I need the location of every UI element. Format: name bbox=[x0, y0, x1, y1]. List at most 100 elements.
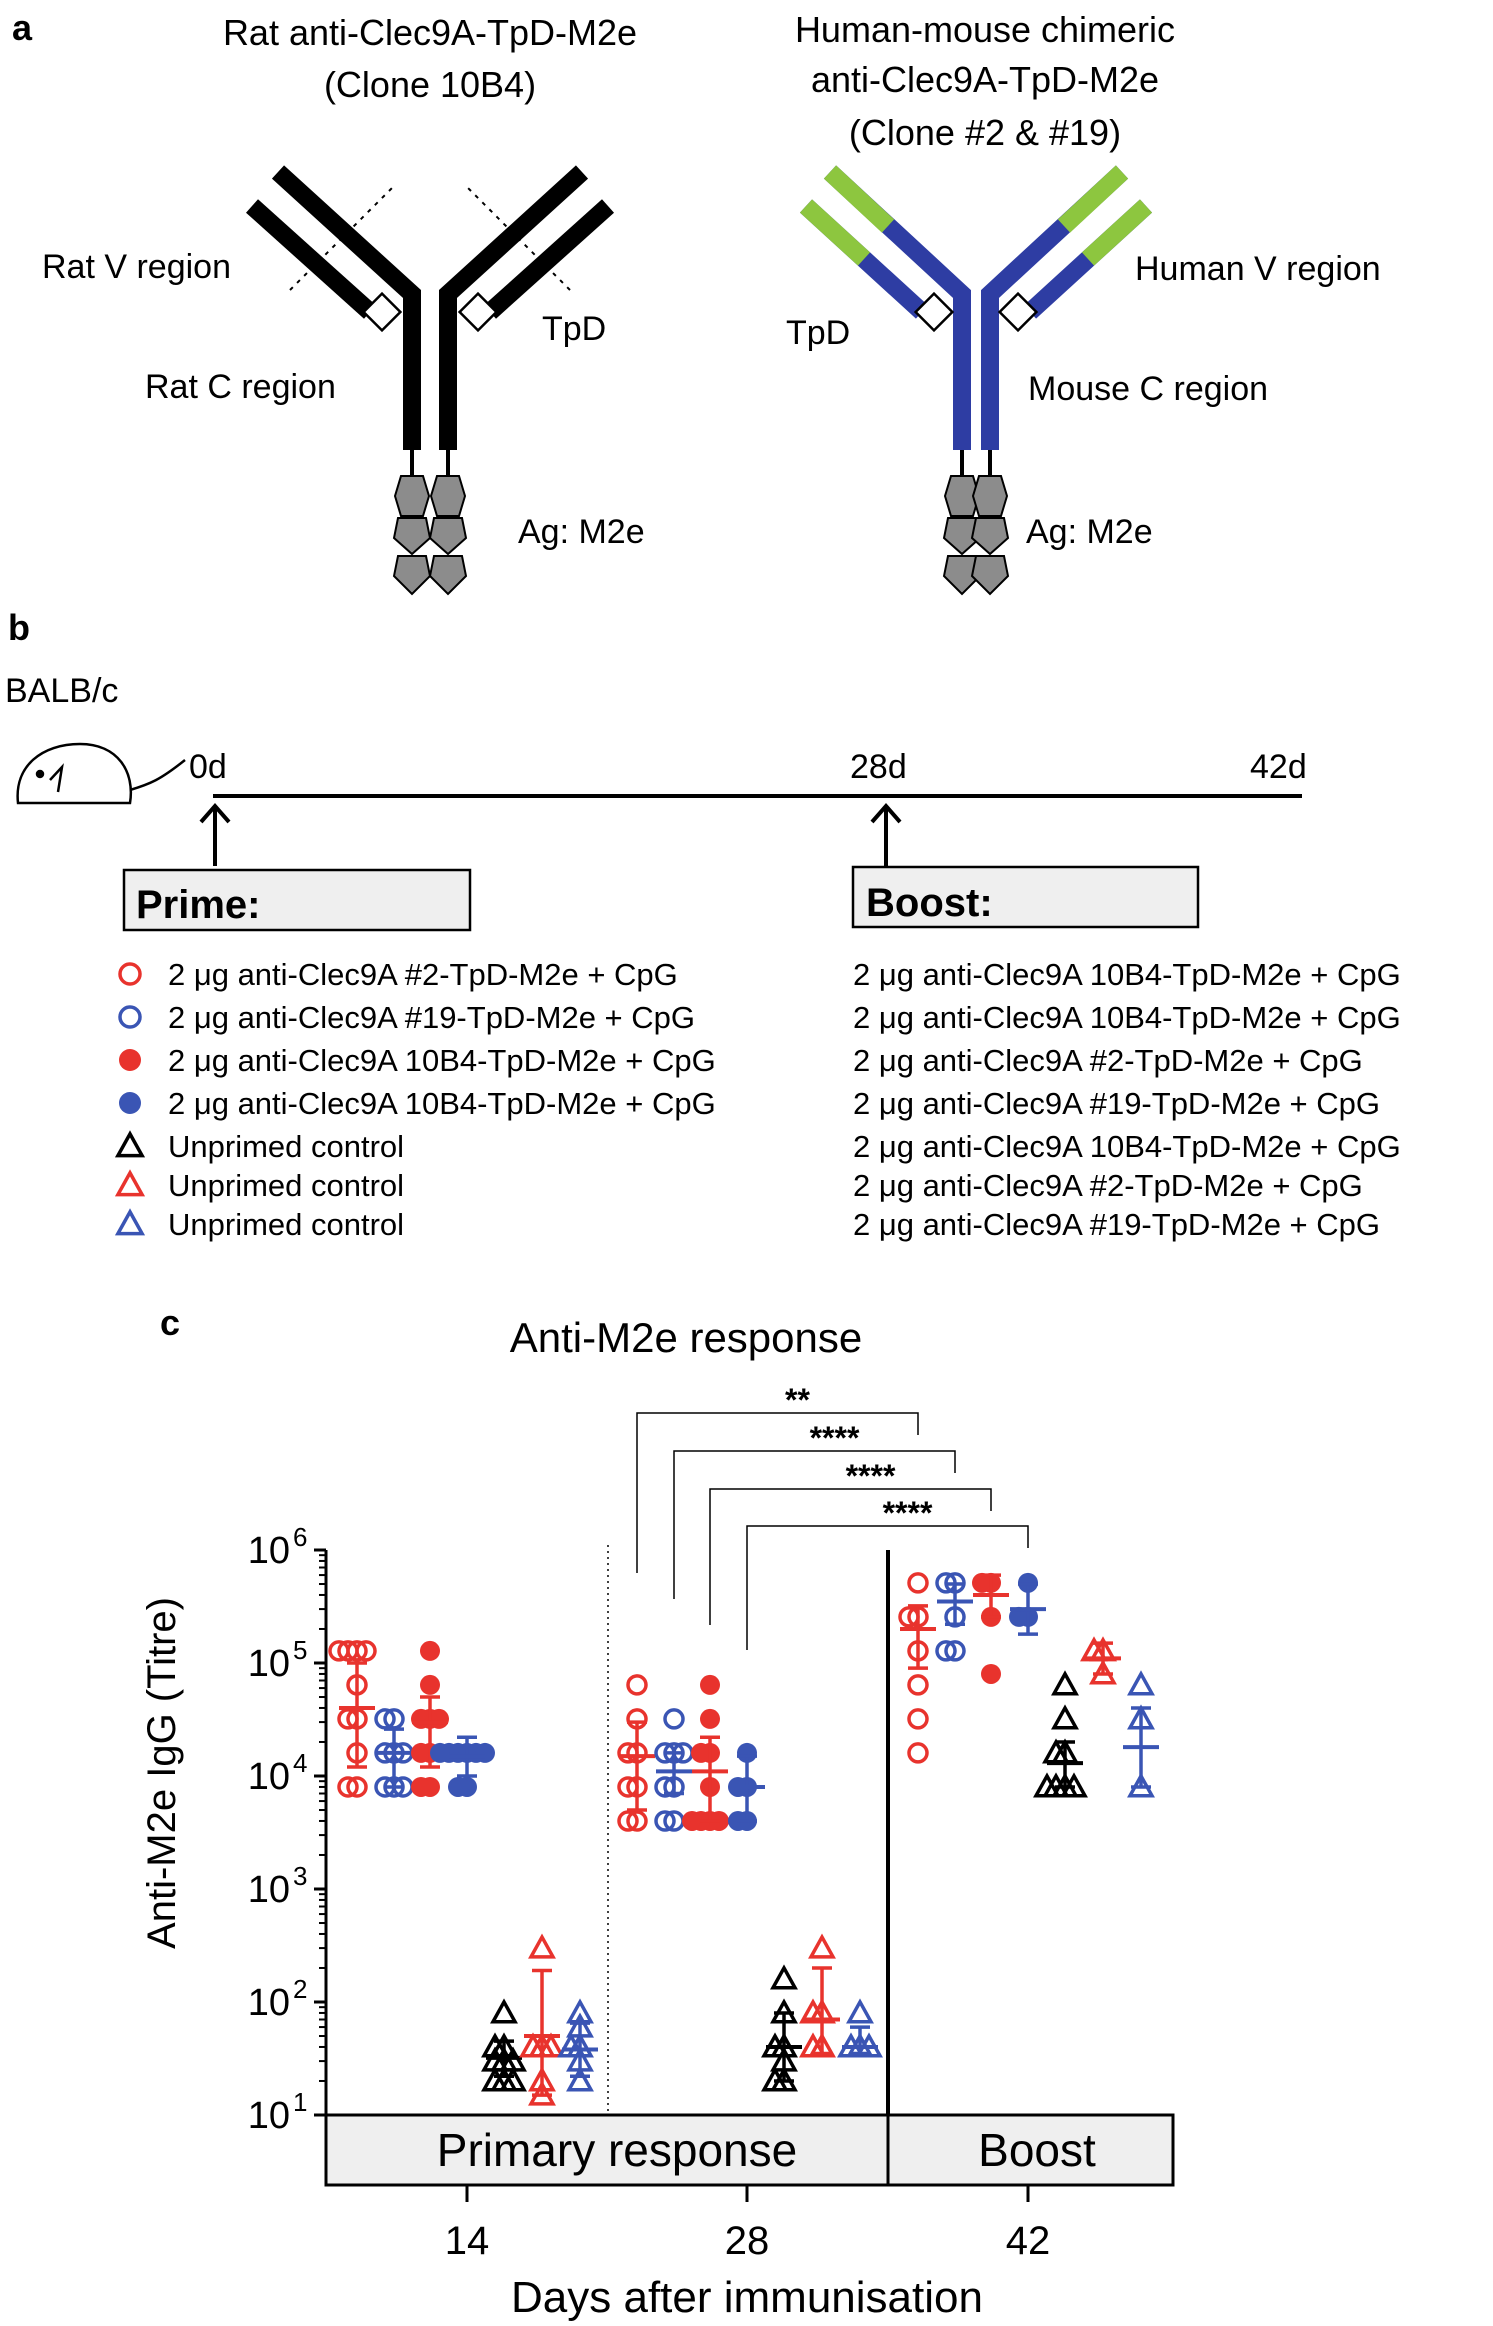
boost-box: Boost: bbox=[851, 865, 1200, 929]
legend-marker-1 bbox=[118, 962, 142, 986]
timeline-day-0: 0d bbox=[189, 748, 227, 786]
series-day28-group2 bbox=[654, 1708, 694, 1832]
data-point bbox=[519, 2032, 547, 2058]
series-day42-group4 bbox=[1009, 1572, 1046, 1636]
significance-label: **** bbox=[810, 1420, 860, 1456]
series-day14-group4 bbox=[430, 1735, 495, 1797]
rat-heavy-chains bbox=[271, 165, 589, 476]
chimeric-v-region-label: Human V region bbox=[1135, 250, 1381, 288]
significance-label: **** bbox=[846, 1458, 896, 1494]
data-point bbox=[346, 1776, 368, 1798]
panel-a-label: a bbox=[12, 7, 33, 48]
data-point bbox=[499, 2066, 527, 2092]
data-point bbox=[907, 1674, 929, 1696]
data-point bbox=[1127, 1670, 1155, 1696]
prime-item: 2 μg anti-Clec9A #19-TpD-M2e + CpG bbox=[168, 1000, 695, 1035]
y-tick-label: 10 bbox=[248, 2095, 290, 2137]
significance-bracket: **** bbox=[746, 1495, 1029, 1650]
panel-c-label: c bbox=[160, 1302, 180, 1343]
data-point bbox=[557, 2032, 585, 2058]
y-tick-exponent: 5 bbox=[293, 1635, 307, 1665]
error-bar bbox=[700, 1735, 720, 1823]
rat-tpd-domain bbox=[361, 291, 499, 333]
y-axis-label: Anti-M2e IgG (Titre) bbox=[140, 1597, 184, 1949]
rat-light-chains bbox=[245, 199, 615, 319]
boost-item: 2 μg anti-Clec9A #19-TpD-M2e + CpG bbox=[853, 1207, 1380, 1242]
significance-label: **** bbox=[883, 1495, 933, 1531]
rat-antibody-title-line1: Rat anti-Clec9A-TpD-M2e bbox=[223, 12, 637, 53]
legend-marker-5 bbox=[114, 1130, 146, 1158]
data-point bbox=[907, 1572, 929, 1594]
prime-item: Unprimed control bbox=[168, 1168, 404, 1203]
chart-title: Anti-M2e response bbox=[510, 1314, 863, 1361]
boost-item: 2 μg anti-Clec9A 10B4-TpD-M2e + CpG bbox=[853, 1000, 1401, 1035]
error-bar bbox=[812, 1966, 832, 2056]
series-day28-group7 bbox=[837, 1998, 883, 2058]
series-day14-group3 bbox=[411, 1640, 449, 1797]
prime-item: 2 μg anti-Clec9A 10B4-TpD-M2e + CpG bbox=[168, 1043, 716, 1078]
data-point bbox=[682, 1810, 702, 1831]
series-day42-group1 bbox=[898, 1572, 936, 1764]
series-day14-group6 bbox=[519, 1933, 565, 2106]
data-point bbox=[1009, 1606, 1029, 1627]
chimeric-heavy-chains bbox=[823, 165, 1129, 476]
rat-antigen-m2e bbox=[393, 475, 467, 595]
y-tick-exponent: 6 bbox=[293, 1522, 307, 1552]
data-point bbox=[481, 2032, 509, 2058]
data-point bbox=[935, 1640, 957, 1662]
x-tick-labels: 14 28 42 bbox=[445, 2219, 1051, 2263]
legend-marker-2 bbox=[118, 1005, 142, 1029]
y-tick-label: 10 bbox=[248, 1756, 290, 1798]
data-point bbox=[981, 1663, 1001, 1684]
rat-antigen-label: Ag: M2e bbox=[518, 513, 645, 551]
error-bar bbox=[532, 1968, 552, 2097]
error-bar bbox=[420, 1695, 440, 1769]
chimeric-antigen-m2e bbox=[943, 475, 1009, 595]
data-point bbox=[430, 1742, 450, 1763]
prime-item: Unprimed control bbox=[168, 1129, 404, 1164]
series-day28-group5 bbox=[761, 1964, 802, 2092]
boost-item: 2 μg anti-Clec9A #2-TpD-M2e + CpG bbox=[853, 1043, 1363, 1078]
panel-b-label: b bbox=[8, 607, 30, 648]
timeline: 0d 28d 42d bbox=[189, 748, 1307, 866]
legend-marker-3 bbox=[119, 1049, 141, 1071]
boost-list: 2 μg anti-Clec9A 10B4-TpD-M2e + CpG 2 μg… bbox=[853, 957, 1401, 1242]
prime-box: Prime: bbox=[122, 868, 472, 932]
data-point bbox=[691, 1742, 711, 1763]
data-point bbox=[737, 1742, 757, 1763]
data-point bbox=[1051, 1704, 1079, 1730]
boost-item: 2 μg anti-Clec9A 10B4-TpD-M2e + CpG bbox=[853, 957, 1401, 992]
legend-marker-4 bbox=[119, 1092, 141, 1114]
data-point bbox=[808, 1933, 836, 1959]
rat-c-region-label: Rat C region bbox=[145, 368, 336, 406]
error-bar bbox=[945, 1582, 965, 1627]
legend-marker-7 bbox=[114, 1208, 146, 1236]
timeline-day-28: 28d bbox=[850, 748, 907, 786]
legend-symbols bbox=[114, 962, 146, 1236]
phase-label-primary: Primary response bbox=[437, 2124, 797, 2176]
error-bar bbox=[627, 1720, 647, 1812]
significance-bracket: ** bbox=[636, 1382, 919, 1573]
series-day28-group3 bbox=[682, 1674, 729, 1831]
data-point bbox=[528, 1933, 556, 1959]
series-day42-group5 bbox=[1033, 1670, 1088, 1798]
data-point bbox=[490, 1998, 518, 2024]
data-point bbox=[770, 1964, 798, 1990]
y-tick-label: 10 bbox=[248, 1869, 290, 1911]
data-point bbox=[626, 1674, 648, 1696]
chimeric-tpd-label: TpD bbox=[786, 314, 850, 352]
y-tick-exponent: 3 bbox=[293, 1861, 307, 1891]
rat-v-region-label: Rat V region bbox=[42, 248, 231, 286]
data-point bbox=[799, 2032, 827, 2058]
data-point bbox=[420, 1640, 440, 1661]
panel-b: b BALB/c 0d 28d 42d Prime: bbox=[5, 607, 1401, 1242]
error-bar bbox=[384, 1727, 404, 1789]
x-ticks bbox=[465, 2185, 1030, 2202]
x-axis-label: Days after immunisation bbox=[511, 2273, 983, 2322]
rat-domain-divider bbox=[289, 184, 571, 291]
data-point bbox=[337, 1776, 359, 1798]
phase-label-boost: Boost bbox=[978, 2124, 1096, 2176]
series-day28-group4 bbox=[728, 1742, 765, 1831]
